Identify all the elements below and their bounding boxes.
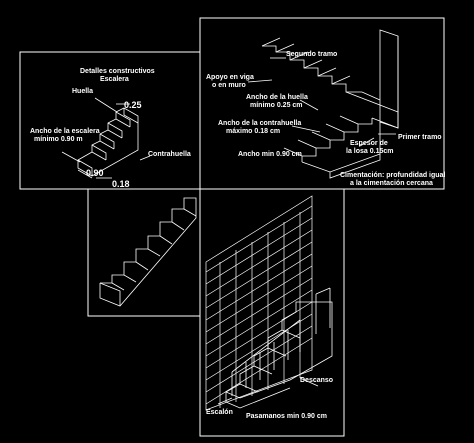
label-ancho-escalera: Ancho de la escalera — [30, 128, 100, 135]
label-ancho-huella-min: mínimo 0.25 cm — [250, 102, 303, 109]
dim-090: 0.90 — [86, 168, 104, 178]
label-contrahuella: Contrahuella — [148, 151, 191, 158]
panel-frame-top-right — [199, 17, 445, 190]
label-segundo-tramo: Segundo tramo — [286, 51, 338, 58]
title-detalles: Detalles constructivos — [80, 68, 155, 75]
small-stair-drawing — [61, 97, 151, 179]
l-stair-drawing — [247, 29, 399, 179]
label-primer-tramo: Primer tramo — [398, 134, 442, 141]
label-descanso: Descanso — [300, 377, 334, 384]
label-espesor-losa: la losa 0.15cm — [346, 148, 394, 155]
label-cimentacion-cercana: a la cimentación cercana — [350, 180, 433, 187]
label-espesor: Espesor de — [350, 140, 388, 147]
label-pasamanos: Pasamanos min 0.90 cm — [246, 413, 327, 420]
middle-stair-drawing — [99, 197, 197, 307]
label-ancho-escalera-min: mínimo 0.90 m — [34, 136, 83, 143]
panel-frame-middle-left — [87, 188, 201, 317]
panel-frame-bottom — [199, 188, 345, 437]
label-escalon: Escalón — [206, 409, 233, 416]
label-ancho-min: Ancho min 0.90 cm — [238, 151, 302, 158]
title-escalera: Escalera — [100, 76, 129, 83]
dim-huella: 0.25 — [124, 100, 142, 110]
label-huella: Huella — [72, 88, 94, 95]
label-apoyo-viga: Apoyo en viga — [206, 74, 254, 81]
label-ancho-contrahuella-max: máximo 0.18 cm — [226, 128, 281, 135]
label-apoyo-muro: o en muro — [212, 82, 246, 89]
label-cimentacion: Cimentación: profundidad igual — [340, 172, 446, 179]
label-ancho-contrahuella: Ancho de la contrahuella — [218, 120, 302, 127]
brick-wall-drawing — [205, 195, 313, 411]
label-ancho-huella: Ancho de la huella — [246, 94, 308, 101]
dim-018: 0.18 — [112, 179, 130, 189]
railing-stair-drawing — [217, 287, 333, 409]
